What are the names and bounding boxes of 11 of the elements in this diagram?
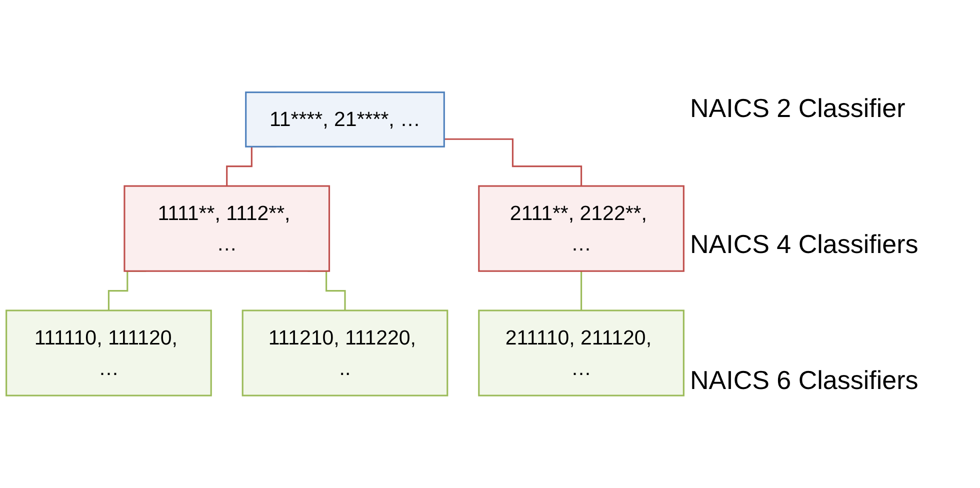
node-box: 211110, 211120, … (478, 310, 684, 396)
connector (580, 270, 582, 312)
row-label: NAICS 2 Classifier (690, 92, 906, 124)
node-box: 11****, 21****, … (245, 92, 445, 148)
connector (444, 138, 582, 187)
node-box: 2111**, 2122**, … (478, 185, 684, 272)
node-box: 1111**, 1112**, … (124, 185, 330, 272)
row-label: NAICS 6 Classifiers (690, 364, 920, 396)
node-box: 111210, 111220, .. (242, 310, 448, 396)
row-label: NAICS 4 Classifiers (690, 228, 920, 260)
node-box: 111110, 111120, … (6, 310, 212, 396)
